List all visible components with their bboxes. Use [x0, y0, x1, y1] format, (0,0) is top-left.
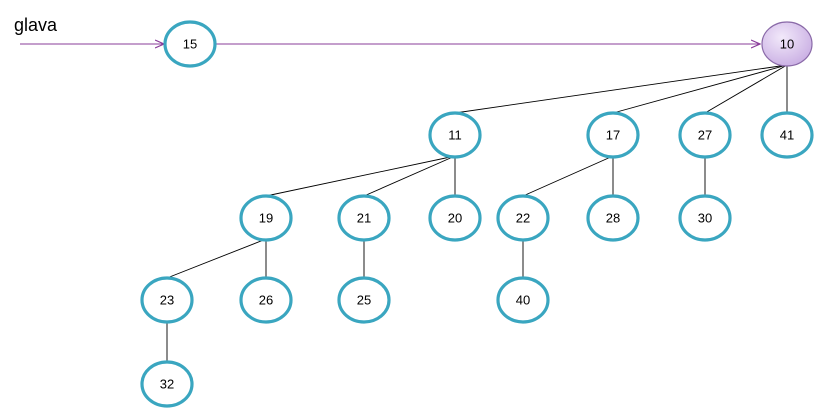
node-21: 21 — [337, 194, 391, 242]
node-circle — [496, 276, 550, 324]
node-15: 15 — [163, 20, 217, 68]
node-label: 22 — [516, 211, 530, 226]
node-28: 28 — [586, 194, 640, 242]
node-label: 19 — [259, 211, 273, 226]
node-circle — [163, 20, 217, 68]
node-label: 41 — [780, 128, 794, 143]
node-circle — [586, 194, 640, 242]
node-label: 40 — [516, 293, 530, 308]
node-17: 17 — [586, 111, 640, 159]
edge-17-22 — [522, 155, 614, 197]
node-20: 20 — [428, 194, 482, 242]
node-11: 11 — [428, 111, 482, 159]
node-circle — [496, 194, 550, 242]
node-circle — [678, 194, 732, 242]
node-circle — [761, 21, 813, 67]
node-label: 10 — [780, 37, 794, 52]
node-label: 30 — [698, 211, 712, 226]
node-label: 21 — [357, 211, 371, 226]
node-circle — [337, 194, 391, 242]
node-circle — [239, 276, 293, 324]
node-label: 23 — [160, 293, 174, 308]
node-40: 40 — [496, 276, 550, 324]
node-19: 19 — [239, 194, 293, 242]
node-22: 22 — [496, 194, 550, 242]
node-circle — [428, 194, 482, 242]
node-30: 30 — [678, 194, 732, 242]
node-circle — [586, 111, 640, 159]
node-25: 25 — [337, 276, 391, 324]
node-label: 17 — [606, 128, 620, 143]
node-circle — [140, 360, 194, 408]
node-label: 11 — [448, 128, 462, 143]
node-circle — [239, 194, 293, 242]
node-41: 41 — [760, 111, 814, 159]
edge-11-19 — [265, 155, 456, 197]
node-27: 27 — [678, 111, 732, 159]
node-label: 27 — [698, 128, 712, 143]
node-label: 28 — [606, 211, 620, 226]
edges-layer — [166, 64, 788, 362]
head-pointer-label: glava — [14, 15, 58, 35]
node-10: 10 — [761, 21, 813, 67]
edge-10-11 — [454, 64, 788, 114]
node-circle — [678, 111, 732, 159]
edge-10-17 — [612, 64, 788, 114]
node-26: 26 — [239, 276, 293, 324]
node-23: 23 — [140, 276, 194, 324]
node-label: 20 — [448, 211, 462, 226]
node-32: 32 — [140, 360, 194, 408]
node-circle — [760, 111, 814, 159]
nodes-layer: 15 10 11 17 27 41 19 21 20 22 28 30 23 26 25 40 32 — [140, 20, 814, 408]
node-label: 15 — [183, 37, 197, 52]
edge-10-27 — [704, 64, 788, 114]
node-circle — [337, 276, 391, 324]
node-label: 32 — [160, 377, 174, 392]
edge-11-21 — [363, 155, 456, 197]
edge-19-23 — [166, 238, 267, 279]
node-label: 26 — [259, 293, 273, 308]
node-circle — [428, 111, 482, 159]
node-label: 25 — [357, 293, 371, 308]
node-circle — [140, 276, 194, 324]
